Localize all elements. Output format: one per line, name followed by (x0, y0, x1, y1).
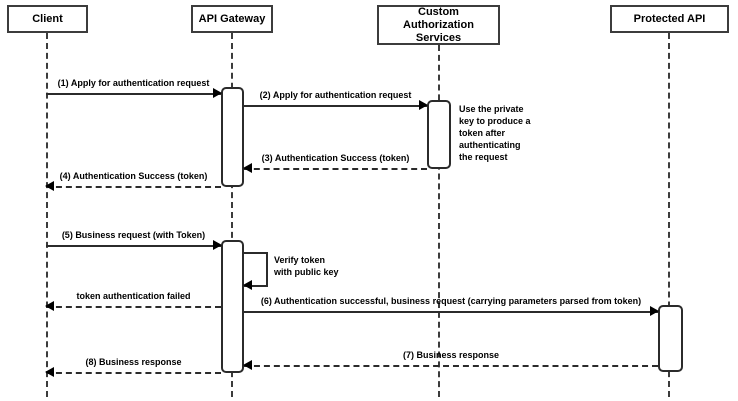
participant-protected-api-label: Protected API (633, 12, 706, 25)
message-line (244, 311, 658, 313)
arrowhead-right-icon (213, 240, 222, 250)
self-message-bottom-segment (244, 285, 268, 287)
participant-custom-auth-label: Custom Authorization Services (403, 5, 474, 44)
message-6-label: (6) Authentication successful, business … (260, 296, 642, 306)
message-line (244, 365, 658, 367)
participant-client[interactable]: Client (7, 5, 88, 33)
arrowhead-right-icon (650, 306, 659, 316)
message-line (244, 168, 427, 170)
lifeline-client (46, 33, 48, 397)
note-private-key-line-1: Use the private (459, 104, 524, 114)
arrowhead-left-icon (243, 360, 252, 370)
message-token-authentication-failed-label: token authentication failed (76, 291, 191, 301)
message-7-label: (7) Business response (402, 350, 500, 360)
self-message-label-line-1: Verify token (274, 255, 326, 265)
self-message-right-segment (266, 252, 268, 285)
message-3-label: (3) Authentication Success (token) (261, 153, 410, 163)
self-message-label: Verify token with public key (274, 254, 339, 278)
self-message-verify-token[interactable]: Verify token with public key (243, 252, 339, 290)
note-private-key-line-2: key to produce a (459, 116, 531, 126)
lifeline-custom-auth (438, 45, 440, 397)
participant-api-gateway[interactable]: API Gateway (191, 5, 273, 33)
participant-client-label: Client (32, 12, 63, 25)
note-private-key-line-3: token after (459, 128, 506, 138)
activation-protected-api (658, 305, 683, 372)
arrowhead-right-icon (213, 88, 222, 98)
activation-api-gateway-auth (221, 87, 244, 187)
arrowhead-left-icon (45, 181, 54, 191)
message-line (46, 245, 221, 247)
note-private-key-line-5: the request (459, 152, 508, 162)
arrowhead-left-icon (45, 301, 54, 311)
participant-custom-auth[interactable]: Custom Authorization Services (377, 5, 500, 45)
arrowhead-right-icon (419, 100, 428, 110)
message-4-label: (4) Authentication Success (token) (59, 171, 208, 181)
note-private-key-line-4: authenticating (459, 140, 521, 150)
participant-protected-api[interactable]: Protected API (610, 5, 729, 33)
message-2-label: (2) Apply for authentication request (259, 90, 412, 100)
self-message-label-line-2: with public key (274, 267, 339, 277)
message-5-label: (5) Business request (with Token) (61, 230, 206, 240)
activation-custom-auth (427, 100, 451, 169)
lifeline-protected-api (668, 33, 670, 397)
message-line (46, 93, 221, 95)
participant-api-gateway-label: API Gateway (198, 12, 266, 25)
self-message-top-segment (244, 252, 268, 254)
lifeline-api-gateway (231, 33, 233, 397)
message-line (244, 105, 427, 107)
message-line (46, 186, 221, 188)
message-line (46, 306, 221, 308)
arrowhead-left-icon (243, 163, 252, 173)
message-line (46, 372, 221, 374)
activation-api-gateway-business (221, 240, 244, 373)
message-1-label: (1) Apply for authentication request (57, 78, 210, 88)
arrowhead-left-icon (243, 280, 252, 290)
note-private-key: Use the private key to produce a token a… (459, 103, 539, 163)
arrowhead-left-icon (45, 367, 54, 377)
message-8-label: (8) Business response (85, 357, 182, 367)
